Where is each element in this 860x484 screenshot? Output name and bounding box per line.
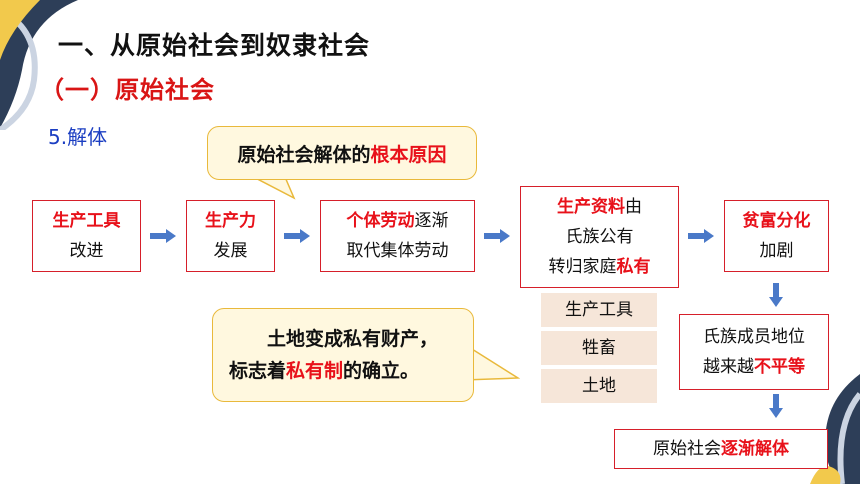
flow-box-labor-text: 取代集体劳动: [346, 241, 449, 261]
flow-box-wealth-gap-text: 加剧: [759, 241, 794, 261]
flow-box-productivity: 生产力 发展: [186, 200, 275, 272]
sub-title: （一）原始社会: [40, 76, 215, 104]
flow-box-means-private: 私有: [616, 257, 651, 277]
flow-box-inequality-line1: 氏族成员地位: [703, 327, 805, 347]
flow-box-means-mid: 氏族公有: [565, 227, 634, 247]
section-heading: 5.解体: [48, 125, 108, 149]
means-item: 牲畜: [541, 331, 657, 365]
callout-private-ownership-line2-a: 标志着: [229, 360, 287, 382]
callout-private-ownership-line2-c: 的确立。: [343, 360, 420, 382]
flow-box-wealth-gap: 贫富分化 加剧: [724, 200, 829, 272]
arrow-right-icon: [484, 229, 510, 243]
flow-box-means: 生产资料由 氏族公有 转归家庭私有: [520, 186, 679, 288]
flow-box-disintegration-text: 原始社会: [653, 439, 721, 459]
flow-box-means-tail: 由: [625, 197, 642, 217]
callout-root-cause-text: 原始社会解体的: [237, 143, 371, 166]
flow-box-inequality-highlight: 不平等: [754, 357, 805, 377]
means-item: 土地: [541, 369, 657, 403]
arrow-right-icon: [688, 229, 714, 243]
flow-box-labor: 个体劳动逐渐 取代集体劳动: [320, 200, 475, 272]
corner-decoration-top-left: [0, 0, 78, 130]
flow-box-disintegration-highlight: 逐渐解体: [721, 439, 789, 459]
flow-box-labor-title: 个体劳动: [346, 211, 415, 231]
arrow-down-icon: [769, 283, 783, 307]
main-title: 一、从原始社会到奴隶社会: [58, 31, 371, 60]
flow-box-inequality-line2: 越来越: [703, 357, 754, 377]
callout-root-cause-highlight: 根本原因: [370, 143, 447, 166]
arrow-down-icon: [769, 394, 783, 418]
callout-root-cause: 原始社会解体的根本原因: [207, 126, 477, 180]
flow-box-means-line3: 转归家庭: [548, 257, 617, 277]
flow-box-productivity-text: 发展: [213, 241, 248, 261]
arrow-right-icon: [150, 229, 176, 243]
callout-private-ownership-highlight: 私有制: [286, 360, 344, 382]
flow-box-tools-text: 改进: [69, 241, 104, 261]
flow-box-tools-title: 生产工具: [52, 211, 121, 231]
flow-box-tools: 生产工具 改进: [32, 200, 141, 272]
corner-decoration-bottom-right: [810, 374, 860, 484]
arrow-right-icon: [284, 229, 310, 243]
flow-box-wealth-gap-title: 贫富分化: [742, 211, 811, 231]
callout-private-ownership-line1: 土地变成私有财产，: [267, 328, 439, 350]
flow-box-labor-tail: 逐渐: [414, 211, 449, 231]
flow-box-productivity-title: 生产力: [205, 211, 256, 231]
means-item: 生产工具: [541, 293, 657, 327]
callout-private-ownership: 土地变成私有财产， 标志着私有制的确立。: [212, 308, 474, 402]
flow-box-inequality: 氏族成员地位 越来越不平等: [679, 314, 829, 390]
flow-box-means-title: 生产资料: [557, 197, 625, 217]
flow-box-disintegration: 原始社会逐渐解体: [614, 429, 828, 469]
